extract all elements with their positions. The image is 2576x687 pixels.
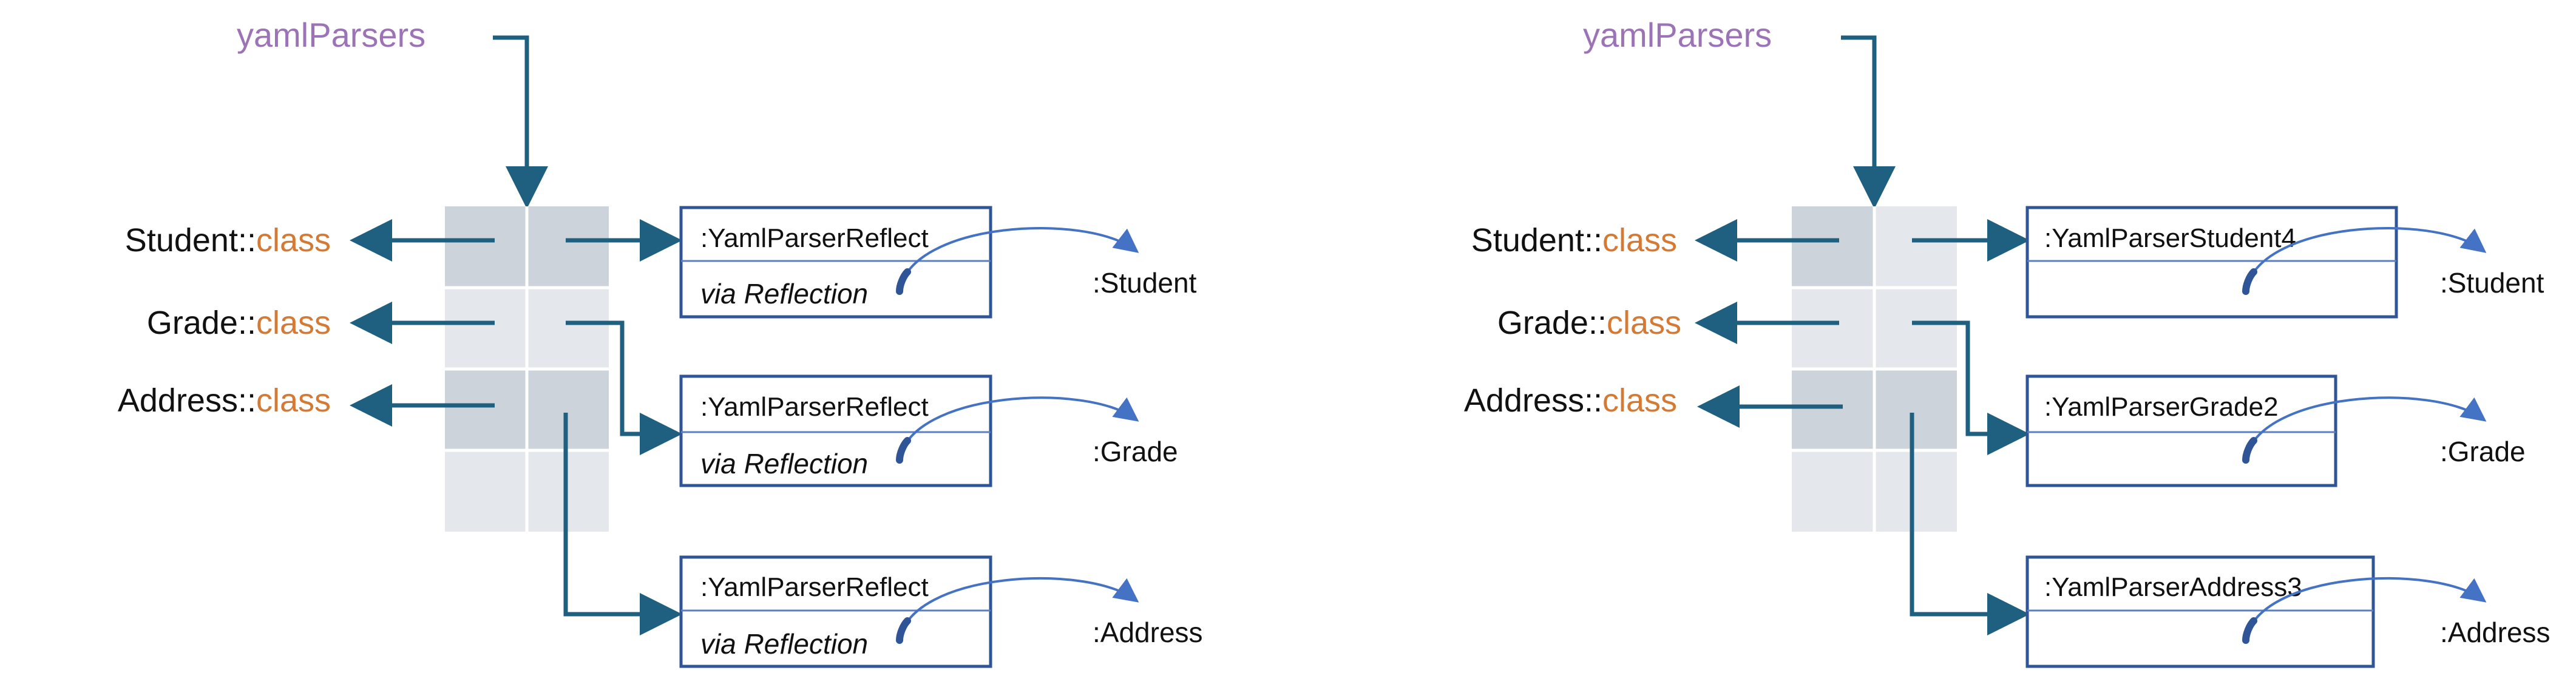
left-title: yamlParsers <box>237 16 425 54</box>
left-row-label-address: Address::class <box>118 382 331 419</box>
left-title-arrow <box>493 35 548 209</box>
right-cell-2-0 <box>1792 369 1874 450</box>
left-arrow-grade-parser <box>566 320 682 455</box>
left-parser-title-student: :YamlParserReflect <box>700 223 929 253</box>
right-arrow-address-parser <box>1910 413 2030 635</box>
right-parser-box-address: :YamlParserAddress3 <box>2025 555 2375 668</box>
right-curve-address <box>2245 577 2487 641</box>
right-curve-student <box>2245 226 2487 292</box>
right-cell-3-0 <box>1792 450 1874 532</box>
left-cell-0-0 <box>445 206 527 288</box>
right-parser-title-address: :YamlParserAddress3 <box>2044 572 2302 602</box>
right-title-arrow <box>1841 35 1896 209</box>
left-row-label-student: Student::class <box>125 222 331 259</box>
right-parser-title-student: :YamlParserStudent4 <box>2044 223 2296 253</box>
left-object-student: :Student <box>1093 267 1197 299</box>
left-parser-box-student: :YamlParserReflect via Reflection <box>679 206 992 319</box>
left-parser-box-grade: :YamlParserReflect via Reflection <box>679 374 992 487</box>
right-parser-box-grade: :YamlParserGrade2 <box>2025 374 2337 487</box>
right-curve-grade <box>2245 396 2487 461</box>
left-cell-1-0 <box>445 288 527 369</box>
left-arrow-address-parser <box>563 413 682 635</box>
left-parser-sub-grade: via Reflection <box>700 448 868 479</box>
right-diagram: yamlParsers Student::class Grade::class … <box>1464 16 2551 668</box>
left-parser-sub-address: via Reflection <box>700 628 868 660</box>
right-row-label-student: Student::class <box>1471 222 1677 259</box>
left-cell-1-1 <box>527 288 609 369</box>
right-table <box>1792 206 1957 532</box>
right-cell-3-1 <box>1874 450 1957 532</box>
right-row-label-address: Address::class <box>1464 382 1677 419</box>
right-object-grade: :Grade <box>2440 436 2526 467</box>
left-diagram: yamlParsers Student::class Grade::class … <box>118 16 1203 668</box>
left-object-grade: :Grade <box>1093 436 1178 467</box>
left-curve-grade <box>898 396 1139 461</box>
left-parser-sub-student: via Reflection <box>700 278 868 310</box>
left-object-address: :Address <box>1093 617 1203 648</box>
right-cell-0-1 <box>1874 206 1957 288</box>
right-row-label-grade: Grade::class <box>1497 305 1681 341</box>
left-cell-0-1 <box>527 206 609 288</box>
right-cell-0-0 <box>1792 206 1874 288</box>
left-curve-address <box>898 577 1139 641</box>
right-object-address: :Address <box>2440 617 2551 648</box>
left-table <box>445 206 609 532</box>
left-cell-3-0 <box>445 450 527 532</box>
left-parser-title-grade: :YamlParserReflect <box>700 392 929 422</box>
left-parser-box-address: :YamlParserReflect via Reflection <box>679 555 992 668</box>
left-row-label-grade: Grade::class <box>147 305 331 341</box>
left-cell-2-0 <box>445 369 527 450</box>
left-curve-student <box>898 226 1139 292</box>
right-object-student: :Student <box>2440 267 2544 299</box>
right-parser-box-student: :YamlParserStudent4 <box>2025 206 2398 319</box>
right-cell-1-0 <box>1792 288 1874 369</box>
right-parser-title-grade: :YamlParserGrade2 <box>2044 392 2279 422</box>
right-cell-1-1 <box>1874 288 1957 369</box>
right-cell-2-1 <box>1874 369 1957 450</box>
right-title: yamlParsers <box>1583 16 1772 54</box>
left-parser-title-address: :YamlParserReflect <box>700 572 929 602</box>
right-arrow-grade-parser <box>1912 320 2030 455</box>
